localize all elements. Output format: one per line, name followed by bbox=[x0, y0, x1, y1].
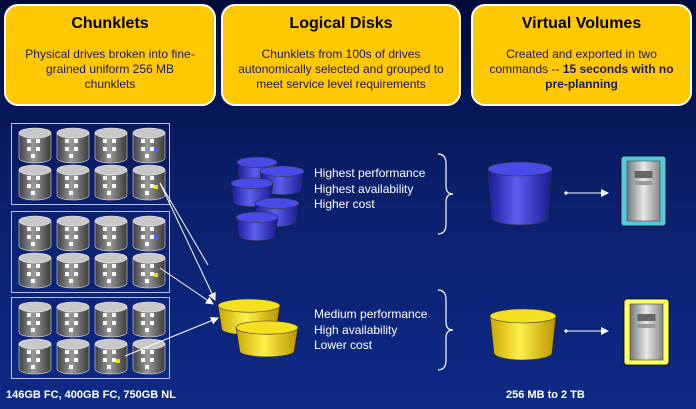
drive-icon bbox=[132, 338, 166, 375]
tier-medium-perf: Medium performance bbox=[314, 307, 428, 321]
arrow bbox=[159, 267, 214, 305]
drive-icon bbox=[132, 252, 166, 289]
arrow bbox=[159, 182, 216, 301]
drive-icon bbox=[94, 252, 128, 289]
drive-icon bbox=[94, 127, 128, 164]
card-body: Physical drives broken into fine-grained… bbox=[25, 47, 195, 91]
virtual-volume-medium bbox=[489, 308, 557, 361]
tier-high-labels: Highest performance Highest availability… bbox=[314, 166, 425, 213]
drive-icon bbox=[56, 127, 90, 164]
drive-types-label: 146GB FC, 400GB FC, 750GB NL bbox=[6, 389, 176, 401]
drive-icon bbox=[56, 338, 90, 375]
card-title: Chunklets bbox=[71, 15, 149, 32]
card-body-text: Created and exported in two commands -- bbox=[489, 47, 657, 76]
drive-icon bbox=[18, 338, 52, 375]
drive-group-1 bbox=[11, 123, 170, 205]
tier-high-cost: Higher cost bbox=[314, 197, 375, 211]
server-icon bbox=[623, 298, 670, 366]
virtual-volume-high bbox=[487, 161, 553, 226]
drive-icon bbox=[18, 252, 52, 289]
server-icon bbox=[620, 155, 667, 227]
volume-size-label: 256 MB to 2 TB bbox=[506, 389, 585, 401]
drive-icon bbox=[132, 164, 166, 201]
arrow bbox=[159, 182, 209, 266]
card-title: Virtual Volumes bbox=[521, 15, 642, 32]
card-chunklets: Chunklets Physical drives broken into fi… bbox=[4, 4, 216, 106]
drive-icon bbox=[94, 338, 128, 375]
card-title: Logical Disks bbox=[289, 15, 393, 32]
tier-medium-avail: High availability bbox=[314, 322, 398, 337]
drive-icon bbox=[18, 301, 52, 338]
brace-medium bbox=[437, 289, 454, 371]
drive-icon bbox=[18, 164, 52, 201]
card-body: Chunklets from 100s of drives autonomica… bbox=[238, 47, 444, 91]
card-virtual-volumes: Virtual Volumes Created and exported in … bbox=[471, 4, 692, 106]
card-logical-disks: Logical Disks Chunklets from 100s of dri… bbox=[221, 4, 461, 106]
drive-icon bbox=[18, 127, 52, 164]
drive-icon bbox=[56, 301, 90, 338]
drive-icon bbox=[132, 215, 166, 252]
drive-icon bbox=[18, 215, 52, 252]
logical-disk-medium bbox=[235, 320, 299, 358]
drive-icon bbox=[56, 164, 90, 201]
drive-icon bbox=[94, 164, 128, 201]
drive-icon bbox=[94, 301, 128, 338]
drive-icon bbox=[56, 215, 90, 252]
card-body: Created and exported in two commands -- … bbox=[473, 47, 690, 92]
drive-icon bbox=[132, 301, 166, 338]
card-body-bold: 15 seconds with no pre-planning bbox=[545, 62, 674, 91]
drive-icon bbox=[132, 127, 166, 164]
drive-icon bbox=[56, 252, 90, 289]
tier-medium-labels: Medium performance High availability Low… bbox=[314, 307, 427, 354]
tier-medium-cost: Lower cost bbox=[314, 338, 373, 352]
logical-disk-high bbox=[235, 211, 279, 242]
brace-high bbox=[437, 153, 454, 235]
tier-high-perf: Highest performance bbox=[314, 166, 426, 180]
arrow bbox=[124, 316, 219, 357]
drive-icon bbox=[94, 215, 128, 252]
drive-group-2 bbox=[11, 211, 170, 293]
tier-high-avail: Highest availability bbox=[314, 181, 414, 196]
